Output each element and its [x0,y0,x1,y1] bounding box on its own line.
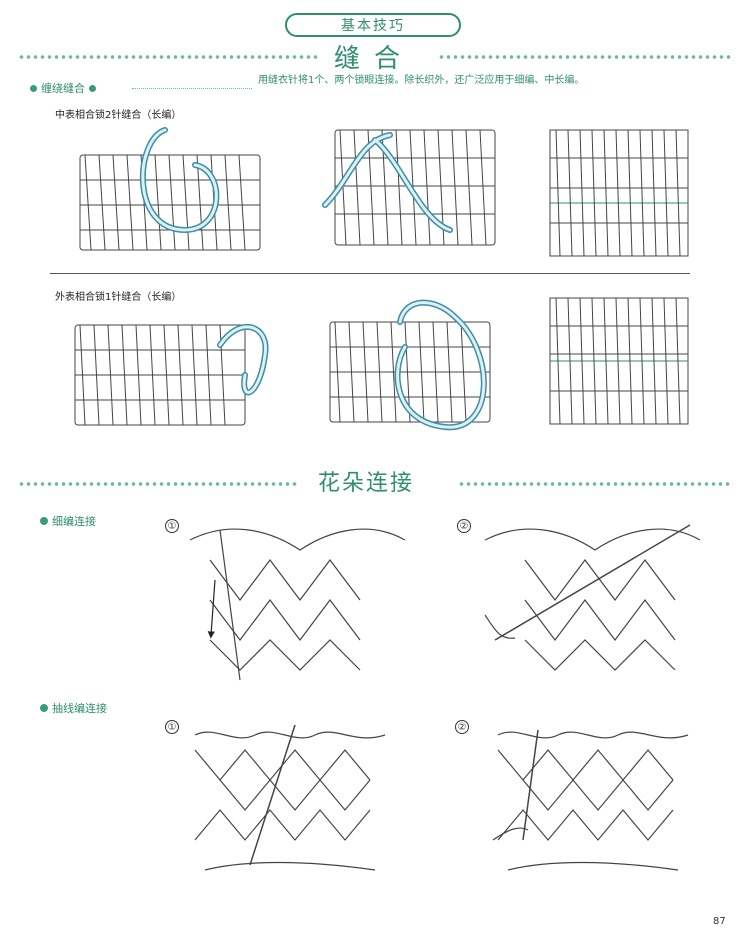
seam-illustration-2b [329,299,491,431]
dotted-rule-right-2 [458,482,733,486]
bullet-icon [30,84,37,92]
dotted-rule-left [18,55,318,59]
seam-result-2 [549,297,689,425]
bullet-icon [40,704,48,712]
step-number-2b: ② [455,720,469,734]
slip-stitch-join-heading: 抽线编连接 [40,700,107,716]
dotted-rule-right [438,55,733,59]
step-number-1: ① [165,519,179,533]
badge-label: 基本技巧 [341,18,405,34]
seam-result-1 [549,129,689,257]
row-divider [50,273,690,274]
seam-illustration-2a [74,323,269,426]
leader-line [132,88,252,89]
flower-join-sc-step1 [189,528,406,681]
flower-join-sc-step2 [484,524,701,671]
seam-description: 用缝衣针将1个、两个锁眼连接。除长织外，还广泛应用于细编、中长编。 [258,75,585,86]
step-number-1b: ① [165,720,179,734]
flower-join-slip-step2 [492,729,689,871]
row2-caption: 外表相合锁1针缝合（长编） [55,292,182,303]
flower-section-title: 花朵连接 [318,471,415,496]
technique-badge: 基本技巧 [285,13,461,37]
page-title: 缝合 [334,44,415,74]
dotted-rule-left-2 [18,482,298,486]
subheading-label: 抽线编连接 [52,702,107,715]
row1-caption: 中表相合锁2针缝合（长编） [55,110,182,121]
step-number-2: ② [457,519,471,533]
bullet-icon [40,517,48,525]
bullet-icon [89,84,96,92]
subheading-label: 缠绕缝合 [41,82,85,95]
seam-illustration-1a [79,127,261,251]
flower-join-slip-step1 [194,724,386,871]
page-number: 87 [713,916,726,927]
single-crochet-join-heading: 细编连接 [40,513,96,529]
seam-illustration-1b [322,129,496,246]
whip-stitch-subheading: 缠绕缝合 [30,80,96,96]
subheading-label: 细编连接 [52,515,96,528]
